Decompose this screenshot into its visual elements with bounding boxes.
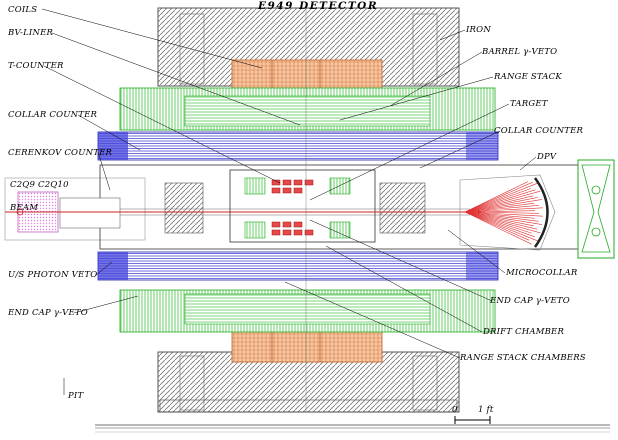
dpv-track	[464, 211, 530, 241]
dpv-track	[464, 211, 539, 222]
label-range-stack: RANGE STACK	[494, 72, 562, 82]
collar-counter-bottom	[97, 251, 499, 281]
floor	[95, 424, 610, 433]
page-title: E949 DETECTOR	[258, 0, 379, 12]
label-c2q9: C2Q9	[10, 180, 36, 190]
label-end-cap-veto-left: END CAP γ-VETO	[8, 308, 88, 318]
dpv-track	[464, 181, 529, 213]
label-iron: IRON	[466, 25, 491, 35]
dpv-tracks	[459, 174, 556, 251]
dpv-track	[464, 211, 538, 242]
dpv-track	[464, 181, 533, 213]
dpv-track	[464, 211, 543, 225]
label-us-photon-veto: U/S PHOTON VETO	[8, 270, 98, 280]
label-barrel-veto: BARREL γ-VETO	[482, 47, 558, 57]
dpv-track	[464, 189, 536, 213]
label-coils: COILS	[8, 5, 38, 15]
label-microcollar: MICROCOLLAR	[506, 268, 578, 278]
dpv-track	[464, 210, 536, 213]
label-range-stack-chambers: RANGE STACK CHAMBERS	[460, 353, 586, 363]
label-beam: BEAM	[10, 203, 39, 213]
label-collar-counter-right: COLLAR COUNTER	[494, 126, 584, 136]
dpv-track	[464, 202, 535, 213]
scale-bar	[454, 416, 491, 424]
dpv-track	[464, 211, 543, 217]
label-dpv: DPV	[537, 152, 557, 162]
dpv-box	[577, 159, 615, 259]
dpv-track	[464, 197, 538, 213]
dpv-track	[464, 211, 538, 230]
dpv-track	[464, 211, 541, 234]
dpv-track	[464, 211, 535, 219]
dpv-track	[464, 205, 539, 213]
label-c2q10: C2Q10	[38, 180, 69, 190]
collar-counter-top	[97, 131, 499, 161]
iron-yoke-bottom	[157, 351, 460, 413]
barrel-veto-bottom	[119, 289, 496, 333]
label-collar-counter-left: COLLAR COUNTER	[8, 110, 98, 120]
dpv-track	[464, 211, 534, 227]
label-pit: PIT	[68, 391, 84, 401]
dpv-track	[464, 211, 532, 234]
label-target: TARGET	[510, 99, 548, 109]
dpv-track	[464, 199, 543, 213]
leader-lines	[41, 8, 537, 395]
dpv-track	[464, 211, 532, 245]
label-cerenkov-counter: CERENKOV COUNTER	[8, 148, 113, 158]
central-tracker	[4, 164, 581, 250]
dpv-track	[464, 190, 541, 213]
dpv-track	[464, 188, 532, 213]
scale-zero-label: 0	[452, 405, 458, 415]
label-end-cap-veto-right: END CAP γ-VETO	[490, 296, 570, 306]
dpv-track	[464, 182, 538, 213]
label-t-counter: T-COUNTER	[8, 61, 64, 71]
dpv-track	[464, 211, 540, 214]
dpv-track	[464, 211, 535, 238]
dpv-track	[464, 195, 534, 213]
label-drift-chamber: DRIFT CHAMBER	[483, 327, 565, 337]
barrel-veto-top	[119, 87, 496, 131]
dpv-track	[464, 207, 543, 213]
scale-unit-label: 1 ft	[478, 405, 494, 415]
label-bv-liner: BV-LINER	[8, 28, 54, 38]
